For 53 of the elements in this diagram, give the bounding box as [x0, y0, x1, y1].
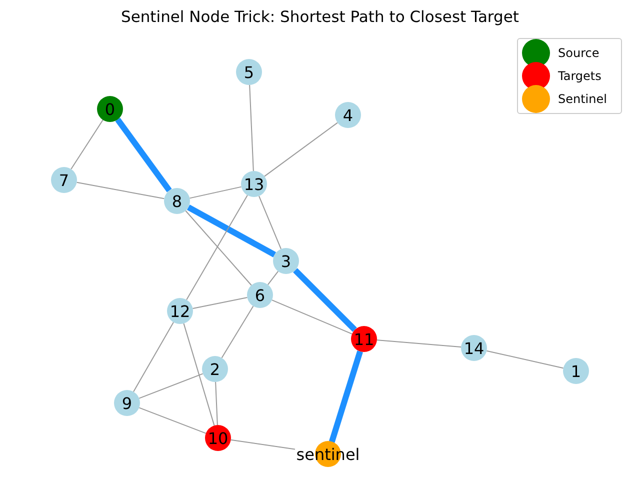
graph-edge [133, 322, 174, 392]
graph-node [114, 390, 140, 416]
node-label: 14 [464, 338, 484, 358]
graph-edge [293, 268, 357, 332]
graph-edge [249, 84, 254, 172]
graph-edge [258, 196, 282, 250]
node-label: 4 [342, 106, 354, 124]
node-label: 6 [254, 286, 266, 304]
graph-edge [138, 373, 204, 399]
graph-edge [230, 439, 296, 450]
chart-title: Sentinel Node Trick: Shortest Path to Closest Target [120, 8, 520, 26]
graph-edge [138, 407, 206, 434]
legend-label: Source [558, 46, 600, 60]
graph-edge [192, 297, 248, 309]
graph-edge [271, 300, 353, 334]
graph-edge [186, 204, 276, 258]
node-label: 1 [570, 362, 582, 380]
node-label: 10 [208, 428, 228, 448]
node-label: 7 [58, 170, 70, 190]
graph-node [51, 167, 77, 193]
graph-edge [215, 382, 218, 426]
graph-node [202, 356, 228, 382]
legend-label: Sentinel [558, 92, 607, 106]
legend-label: Targets [558, 69, 602, 83]
node-label: 8 [172, 192, 182, 210]
graph-edge [264, 122, 338, 177]
node-label: 12 [170, 302, 190, 320]
graph-edge [183, 322, 215, 426]
node-label: 11 [354, 330, 374, 348]
graph-node [273, 248, 299, 274]
node-label: 5 [244, 62, 254, 82]
node-label: 0 [104, 100, 116, 118]
graph-node [335, 102, 361, 128]
graph-node [563, 358, 589, 384]
graph-edge [376, 340, 462, 348]
graph-edge [185, 210, 252, 286]
graph-node [164, 188, 190, 214]
graph-node [247, 282, 273, 308]
graph-edge [189, 186, 242, 199]
node-label: 3 [280, 252, 292, 270]
graph-edge [186, 194, 248, 300]
graph-edge [76, 182, 165, 200]
graph-node [236, 59, 262, 85]
node-label: 13 [244, 174, 264, 194]
node-label: 2 [210, 360, 220, 378]
graph-edge [115, 118, 172, 192]
graph-edge [70, 119, 104, 170]
graph-edge [267, 270, 279, 286]
graph-node [97, 96, 123, 122]
node-label: 9 [122, 394, 132, 412]
graph-edge [328, 350, 363, 443]
graph-edge [486, 350, 564, 369]
graph-edge [221, 306, 254, 358]
